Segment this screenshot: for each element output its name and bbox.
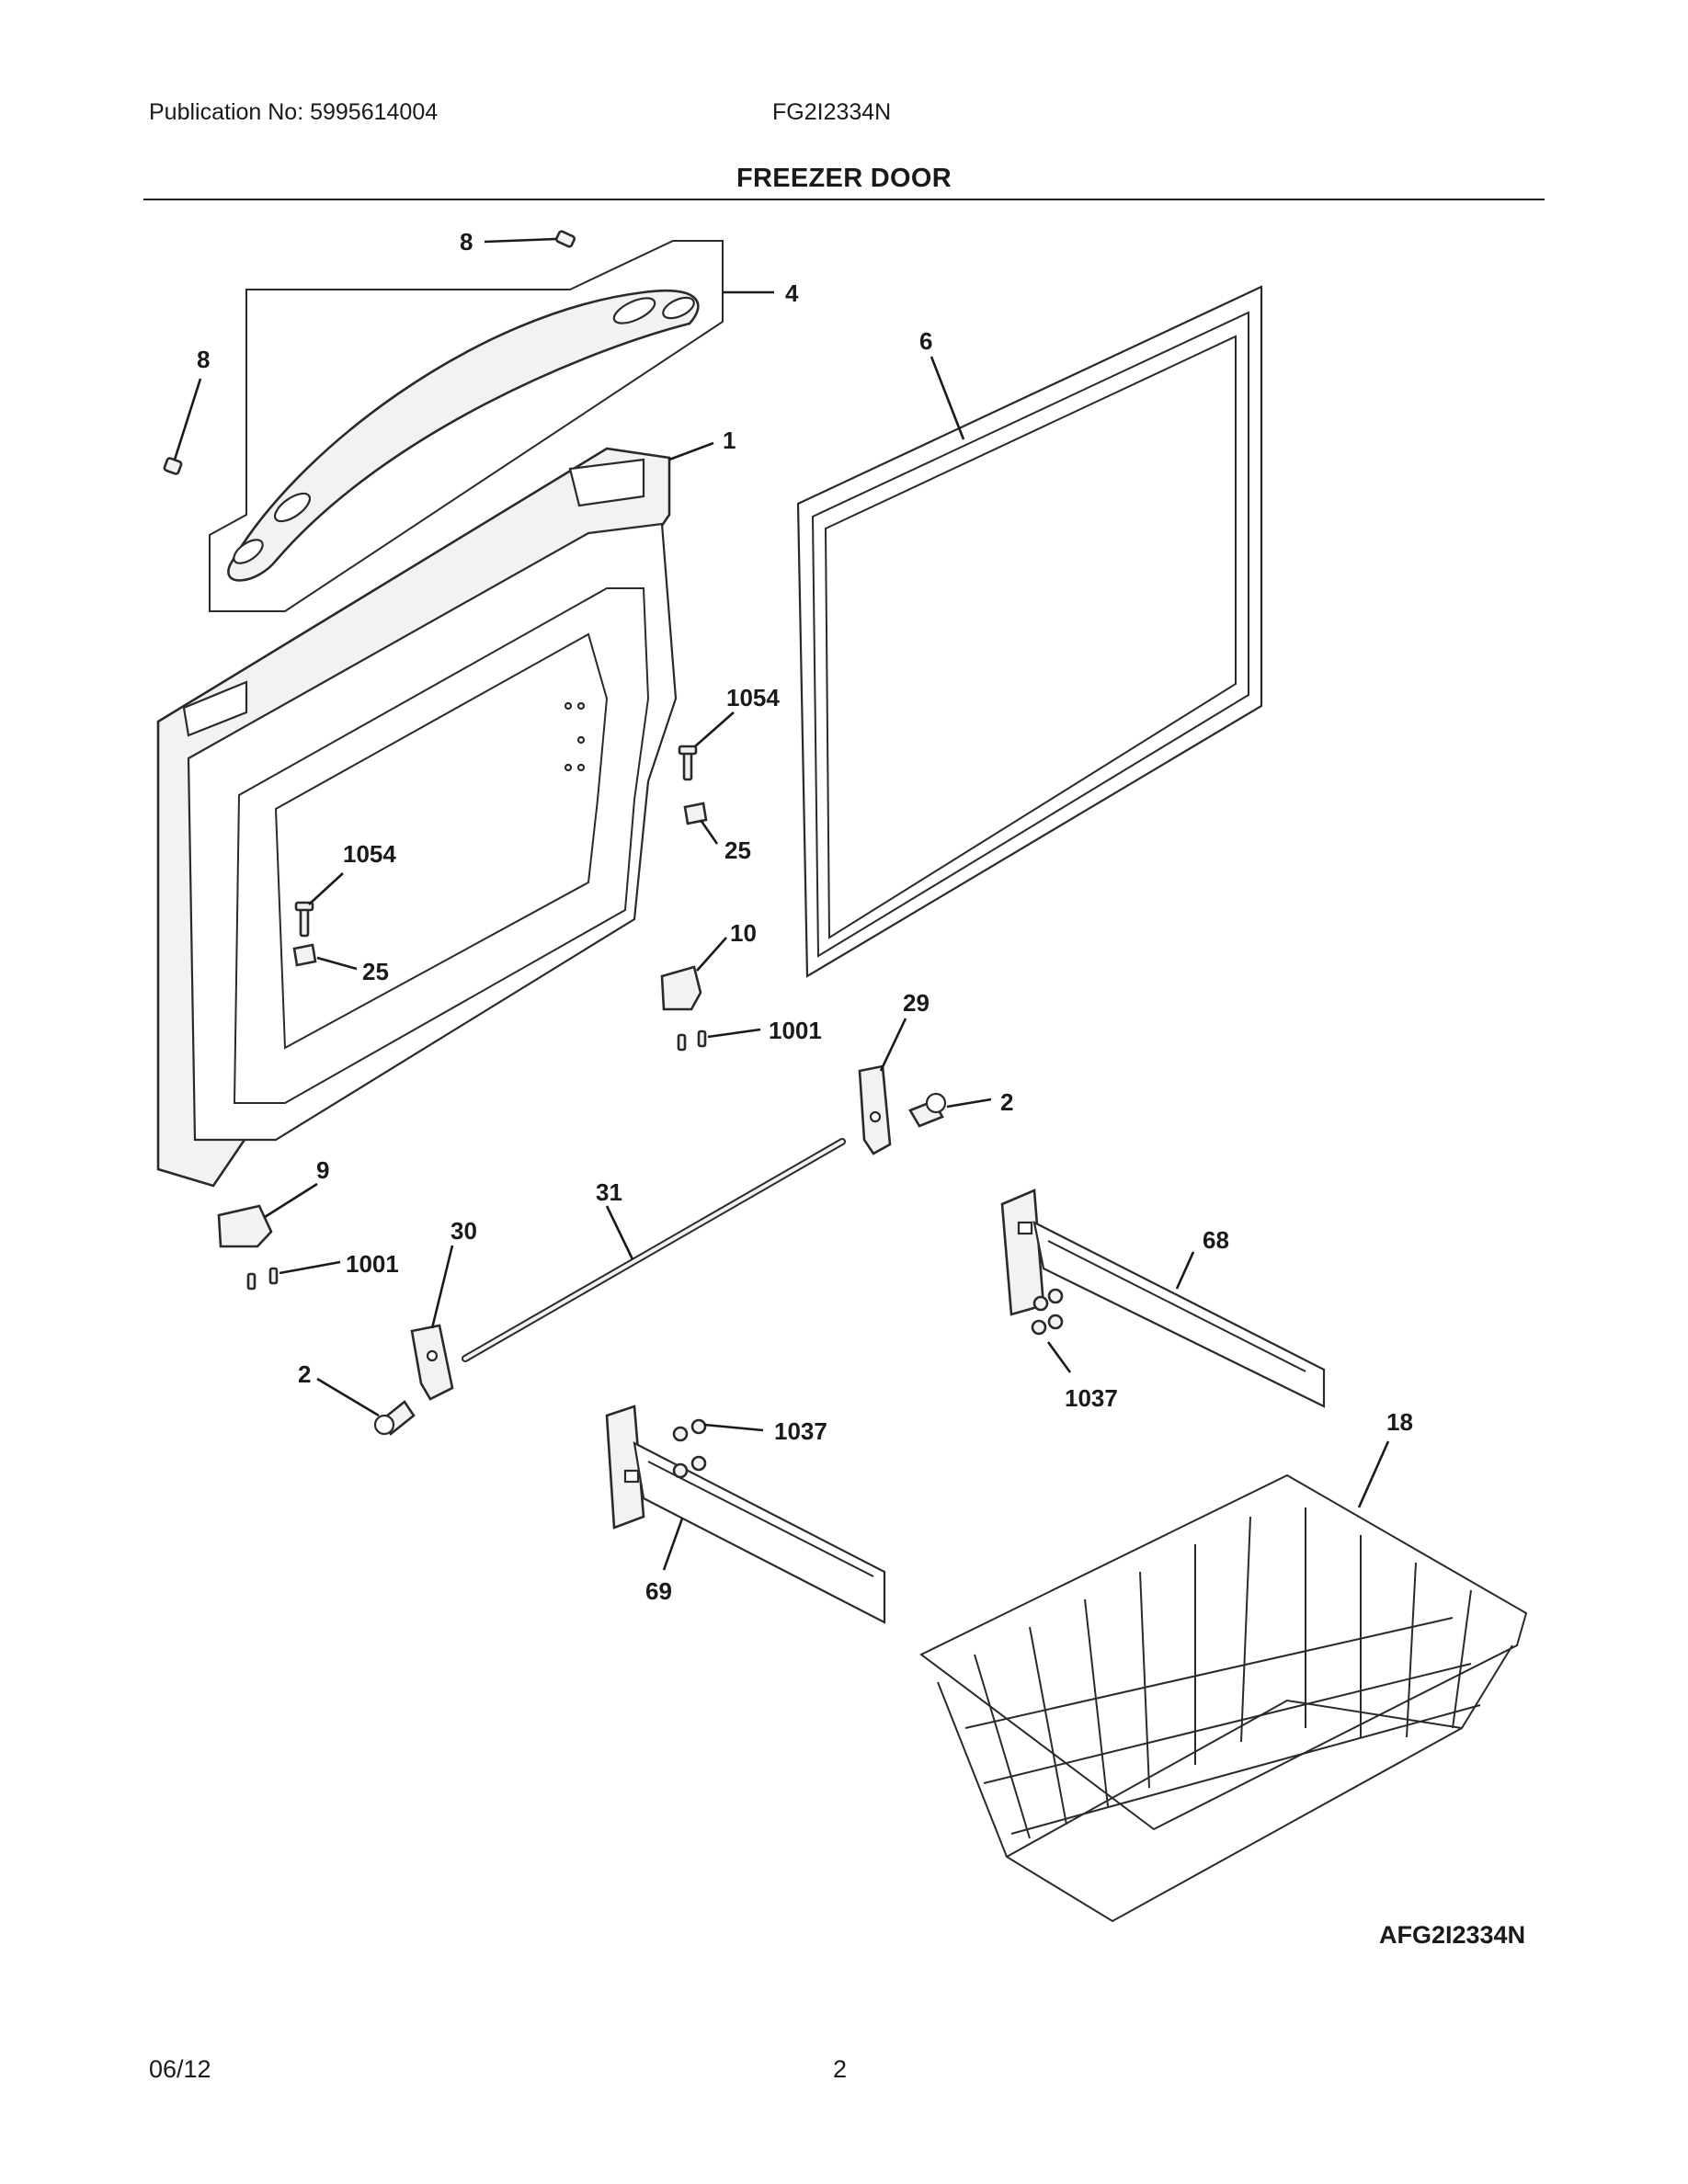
callout-18: 18 xyxy=(1386,1408,1413,1436)
callout-30: 30 xyxy=(451,1217,477,1245)
callout-1054-right: 1054 xyxy=(726,684,780,711)
page-number: 2 xyxy=(833,2055,848,2083)
part-1001-screws-lower xyxy=(246,1267,279,1291)
part-1054-screw-left xyxy=(294,901,314,938)
part-4-door-handle xyxy=(209,240,724,612)
page-title: FREEZER DOOR xyxy=(736,164,952,193)
part-2-roller-lower xyxy=(373,1400,416,1436)
callout-10: 10 xyxy=(730,919,757,947)
callout-9: 9 xyxy=(316,1156,329,1184)
part-31-cross-rod xyxy=(462,1138,846,1362)
part-9-hinge-block xyxy=(217,1204,273,1248)
part-18-wire-basket xyxy=(919,1473,1528,1923)
callout-8-top: 8 xyxy=(460,228,473,256)
part-1001-screws-upper xyxy=(677,1029,707,1052)
callout-1037-right: 1037 xyxy=(1065,1384,1118,1412)
callout-1054-left: 1054 xyxy=(343,840,396,868)
callout-2-lower: 2 xyxy=(298,1360,311,1388)
callout-2-upper: 2 xyxy=(1000,1088,1013,1116)
callout-6: 6 xyxy=(919,327,932,355)
part-29-cam-bracket xyxy=(858,1064,892,1155)
callout-1001-upper: 1001 xyxy=(769,1017,822,1044)
part-1037-screws-left xyxy=(672,1418,707,1479)
callout-31: 31 xyxy=(596,1178,622,1206)
callout-1: 1 xyxy=(723,427,736,454)
part-2-roller-upper xyxy=(908,1092,947,1128)
callout-69: 69 xyxy=(645,1577,672,1605)
header-divider xyxy=(143,199,1545,200)
part-8-screw-left xyxy=(163,457,183,475)
callout-4: 4 xyxy=(785,279,799,307)
callout-8-left: 8 xyxy=(197,346,210,373)
part-6-door-gasket xyxy=(796,285,1263,978)
callout-1037-left: 1037 xyxy=(774,1417,827,1445)
callout-29: 29 xyxy=(903,989,930,1017)
publication-number: Publication No: 5995614004 xyxy=(149,99,439,125)
part-1054-screw-right xyxy=(678,745,698,781)
part-10-hinge-block xyxy=(660,965,702,1011)
part-25-clip-left xyxy=(292,943,317,967)
callout-1001-lower: 1001 xyxy=(346,1250,399,1278)
model-number: FG2I2334N xyxy=(772,99,892,125)
part-30-cam-bracket xyxy=(410,1324,454,1401)
part-8-screw-top xyxy=(554,230,576,248)
part-69-slide-rail-left xyxy=(605,1405,886,1624)
part-68-slide-rail-right xyxy=(1000,1189,1326,1408)
part-25-clip-right xyxy=(683,802,708,825)
leader-lines xyxy=(173,237,1390,1571)
part-1-freezer-door xyxy=(156,447,678,1188)
callout-68: 68 xyxy=(1203,1226,1229,1254)
callout-25-left: 25 xyxy=(362,958,389,985)
callout-labels: 8 4 8 6 1 1054 25 1054 25 10 1001 29 2 9… xyxy=(197,228,1413,1605)
illustration-code: AFG2I2334N xyxy=(1379,1921,1526,1949)
footer-date: 06/12 xyxy=(149,2055,211,2083)
callout-25-right: 25 xyxy=(724,836,751,864)
part-1037-screws-right xyxy=(1031,1288,1064,1336)
